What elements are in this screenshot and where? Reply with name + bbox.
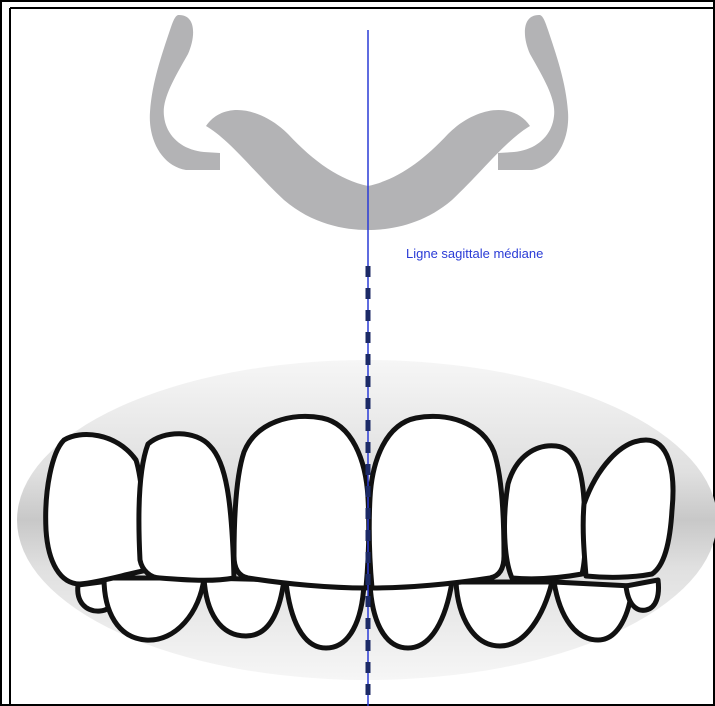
- lower-tooth: [626, 580, 659, 610]
- upper-tooth-left-canine: [46, 435, 148, 584]
- left-nostril-shape: [150, 15, 220, 170]
- upper-tooth-left-lateral-incisor: [139, 434, 234, 581]
- nose-silhouette-icon: [150, 15, 568, 230]
- upper-tooth-right-lateral-incisor: [505, 446, 586, 579]
- upper-tooth-right-central-incisor: [369, 416, 504, 588]
- midline-label: Ligne sagittale médiane: [406, 246, 543, 261]
- upper-tooth-left-central-incisor: [234, 416, 369, 588]
- right-nostril-shape: [498, 15, 568, 170]
